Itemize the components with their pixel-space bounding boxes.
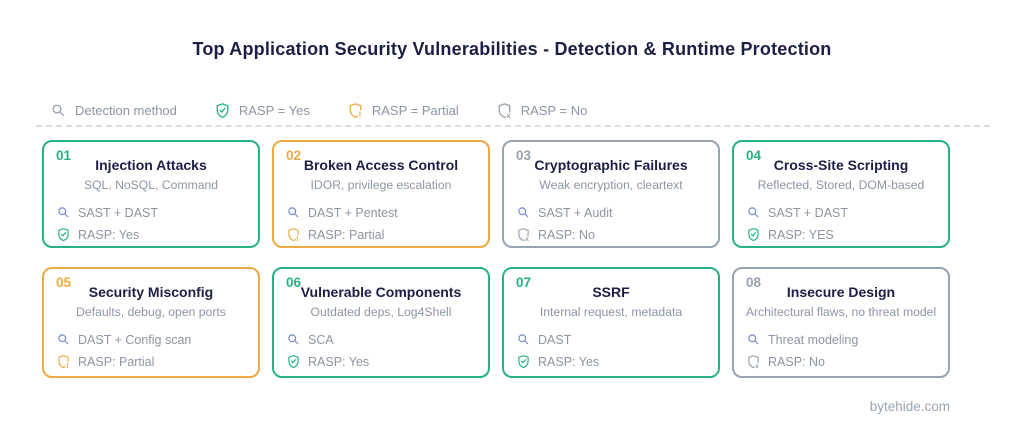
card-subtitle: Internal request, metadata [539, 305, 683, 319]
rasp-label: RASP: Yes [78, 227, 140, 242]
detection-row: SAST + Audit [516, 205, 718, 220]
rasp-row: RASP: Yes [56, 227, 258, 242]
detection-row: DAST [516, 332, 718, 347]
search-icon [56, 205, 71, 220]
shield-x-icon [516, 227, 531, 242]
search-icon [56, 332, 71, 347]
legend-rasp-yes-label: RASP = Yes [238, 103, 310, 118]
legend-detection-label: Detection method [75, 103, 177, 118]
legend-bar: Detection method RASP = Yes RASP = Parti… [50, 102, 587, 119]
detection-label: SAST + DAST [768, 205, 849, 220]
vuln-card-cross-site-scripting: 04 Cross-Site Scripting Reflected, Store… [732, 140, 950, 248]
card-number: 06 [286, 275, 302, 290]
card-number: 04 [746, 148, 762, 163]
detection-label: DAST [538, 332, 572, 347]
detection-row: DAST + Pentest [286, 205, 488, 220]
detection-label: DAST + Pentest [308, 205, 398, 220]
rasp-row: RASP: Partial [56, 354, 258, 369]
card-number: 01 [56, 148, 72, 163]
shield-check-icon [56, 227, 71, 242]
shield-check-icon [746, 227, 761, 242]
search-icon [286, 332, 301, 347]
shield-check-icon [214, 102, 231, 119]
legend-rasp-partial-label: RASP = Partial [371, 103, 459, 118]
vuln-card-vulnerable-components: 06 Vulnerable Components Outdated deps, … [272, 267, 490, 378]
rasp-row: RASP: No [746, 354, 948, 369]
search-icon [516, 205, 531, 220]
detection-row: SAST + DAST [746, 205, 948, 220]
vuln-card-broken-access-control: 02 Broken Access Control IDOR, privilege… [272, 140, 490, 248]
shield-check-icon [286, 354, 301, 369]
legend-rasp-no: RASP = No [496, 102, 588, 119]
card-title: Cryptographic Failures [534, 157, 688, 173]
card-number: 03 [516, 148, 532, 163]
card-title: Cross-Site Scripting [773, 157, 909, 173]
card-subtitle: Outdated deps, Log4Shell [310, 305, 452, 319]
card-subtitle: Defaults, debug, open ports [76, 305, 226, 319]
search-icon [746, 205, 761, 220]
detection-label: SAST + DAST [78, 205, 159, 220]
shield-exclamation-icon [56, 354, 71, 369]
card-number: 05 [56, 275, 72, 290]
card-title: Injection Attacks [95, 157, 207, 173]
vuln-card-cryptographic-failures: 03 Cryptographic Failures Weak encryptio… [502, 140, 720, 248]
rasp-label: RASP: No [768, 354, 825, 369]
card-title: SSRF [592, 284, 630, 300]
vulnerability-card-grid: 01 Injection Attacks SQL, NoSQL, Command… [42, 140, 950, 378]
detection-label: SAST + Audit [538, 205, 613, 220]
rasp-label: RASP: Partial [78, 354, 155, 369]
search-icon [746, 332, 761, 347]
vuln-card-ssrf: 07 SSRF Internal request, metadata DAST … [502, 267, 720, 378]
card-subtitle: Architectural flaws, no threat model [745, 305, 937, 319]
search-icon [50, 102, 67, 119]
card-number: 02 [286, 148, 302, 163]
search-icon [516, 332, 531, 347]
card-title: Security Misconfig [88, 284, 214, 300]
detection-row: SAST + DAST [56, 205, 258, 220]
rasp-row: RASP: Partial [286, 227, 488, 242]
card-title: Vulnerable Components [300, 284, 462, 300]
rasp-row: RASP: Yes [516, 354, 718, 369]
detection-label: Threat modeling [768, 332, 859, 347]
rasp-row: RASP: Yes [286, 354, 488, 369]
detection-row: DAST + Config scan [56, 332, 258, 347]
detection-label: SCA [308, 332, 334, 347]
shield-check-icon [516, 354, 531, 369]
shield-exclamation-icon [286, 227, 301, 242]
card-number: 08 [746, 275, 762, 290]
shield-x-icon [496, 102, 513, 119]
card-subtitle: IDOR, privilege escalation [310, 178, 452, 192]
vuln-card-injection-attacks: 01 Injection Attacks SQL, NoSQL, Command… [42, 140, 260, 248]
shield-x-icon [746, 354, 761, 369]
page-title: Top Application Security Vulnerabilities… [192, 39, 832, 59]
card-subtitle: Reflected, Stored, DOM-based [757, 178, 925, 192]
detection-row: SCA [286, 332, 488, 347]
card-subtitle: SQL, NoSQL, Command [83, 178, 219, 192]
rasp-label: RASP: Yes [538, 354, 600, 369]
vuln-card-security-misconfig: 05 Security Misconfig Defaults, debug, o… [42, 267, 260, 378]
rasp-row: RASP: YES [746, 227, 948, 242]
rasp-row: RASP: No [516, 227, 718, 242]
card-title: Insecure Design [786, 284, 896, 300]
rasp-label: RASP: No [538, 227, 595, 242]
rasp-label: RASP: YES [768, 227, 834, 242]
dashed-divider [36, 125, 990, 127]
card-number: 07 [516, 275, 532, 290]
card-subtitle: Weak encryption, cleartext [539, 178, 683, 192]
legend-rasp-partial: RASP = Partial [347, 102, 459, 119]
search-icon [286, 205, 301, 220]
legend-rasp-no-label: RASP = No [520, 103, 588, 118]
legend-rasp-yes: RASP = Yes [214, 102, 310, 119]
footer-brand: bytehide.com [869, 399, 950, 414]
detection-row: Threat modeling [746, 332, 948, 347]
vuln-card-insecure-design: 08 Insecure Design Architectural flaws, … [732, 267, 950, 378]
rasp-label: RASP: Yes [308, 354, 370, 369]
card-title: Broken Access Control [303, 157, 459, 173]
detection-label: DAST + Config scan [78, 332, 192, 347]
shield-exclamation-icon [347, 102, 364, 119]
rasp-label: RASP: Partial [308, 227, 385, 242]
legend-detection-method: Detection method [50, 102, 177, 119]
